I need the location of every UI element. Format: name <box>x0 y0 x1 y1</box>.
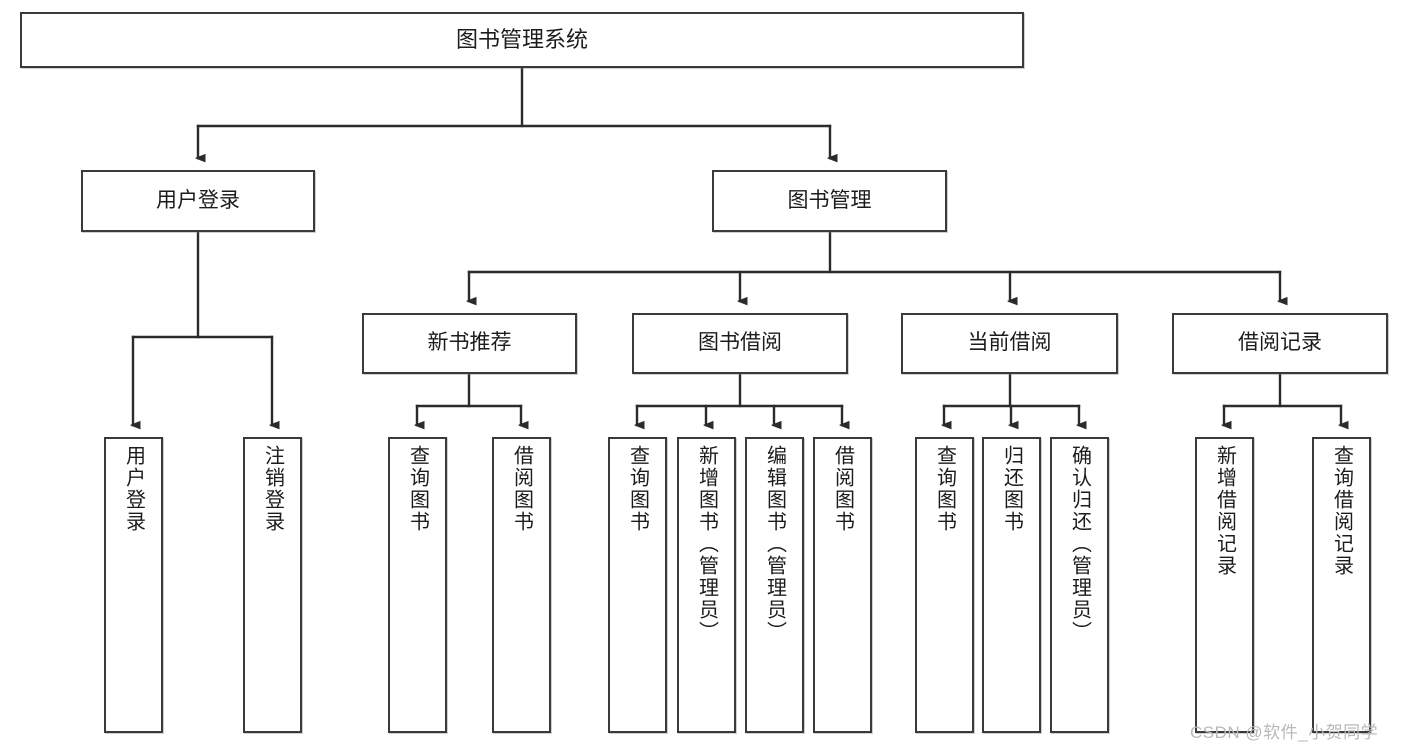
leaf-borrow-book[interactable]: 借阅图书 <box>813 437 872 733</box>
node-label: 查询图书 <box>933 445 956 533</box>
node-label: 新增图书（管理员） <box>695 445 718 643</box>
node-label: 编辑图书（管理员） <box>763 445 786 643</box>
node-label: 图书管理 <box>787 188 872 212</box>
node-label: 归还图书 <box>1000 445 1023 533</box>
node-label: 查询借阅记录 <box>1330 445 1353 577</box>
watermark: CSDN @软件_小贺同学 <box>1190 723 1379 742</box>
leaf-add-borrow-record[interactable]: 新增借阅记录 <box>1195 437 1254 733</box>
leaf-query-book-recommend[interactable]: 查询图书 <box>388 437 447 733</box>
node-label: 注销登录 <box>261 445 284 533</box>
node-label: 图书借阅 <box>698 331 782 355</box>
node-label: 查询图书 <box>406 445 429 533</box>
node-book-management[interactable]: 图书管理 <box>712 170 947 232</box>
node-label: 借阅图书 <box>831 445 854 533</box>
leaf-query-book-current[interactable]: 查询图书 <box>915 437 974 733</box>
leaf-confirm-return-admin[interactable]: 确认归还（管理员） <box>1050 437 1109 733</box>
node-label: 用户登录 <box>156 188 240 212</box>
node-new-book-recommend[interactable]: 新书推荐 <box>362 313 577 374</box>
node-book-management-system[interactable]: 图书管理系统 <box>20 12 1024 68</box>
leaf-query-book-borrow[interactable]: 查询图书 <box>608 437 667 733</box>
leaf-return-book[interactable]: 归还图书 <box>982 437 1041 733</box>
node-label: 新书推荐 <box>427 331 512 355</box>
node-label: 借阅图书 <box>510 445 533 533</box>
node-label: 用户登录 <box>122 445 145 533</box>
node-label: 确认归还（管理员） <box>1068 445 1091 643</box>
node-label: 图书管理系统 <box>455 27 588 53</box>
leaf-add-book-admin[interactable]: 新增图书（管理员） <box>677 437 736 733</box>
node-book-borrow[interactable]: 图书借阅 <box>632 313 848 374</box>
node-borrow-record[interactable]: 借阅记录 <box>1172 313 1388 374</box>
leaf-edit-book-admin[interactable]: 编辑图书（管理员） <box>745 437 804 733</box>
node-current-borrow[interactable]: 当前借阅 <box>901 313 1118 374</box>
node-label: 查询图书 <box>626 445 649 533</box>
leaf-borrow-book-recommend[interactable]: 借阅图书 <box>492 437 551 733</box>
leaf-query-borrow-record[interactable]: 查询借阅记录 <box>1312 437 1371 733</box>
node-user-login[interactable]: 用户登录 <box>81 170 315 232</box>
node-label: 当前借阅 <box>967 331 1052 355</box>
leaf-logout[interactable]: 注销登录 <box>243 437 302 733</box>
node-label: 新增借阅记录 <box>1213 445 1236 577</box>
leaf-user-login[interactable]: 用户登录 <box>104 437 163 733</box>
node-label: 借阅记录 <box>1238 331 1322 355</box>
